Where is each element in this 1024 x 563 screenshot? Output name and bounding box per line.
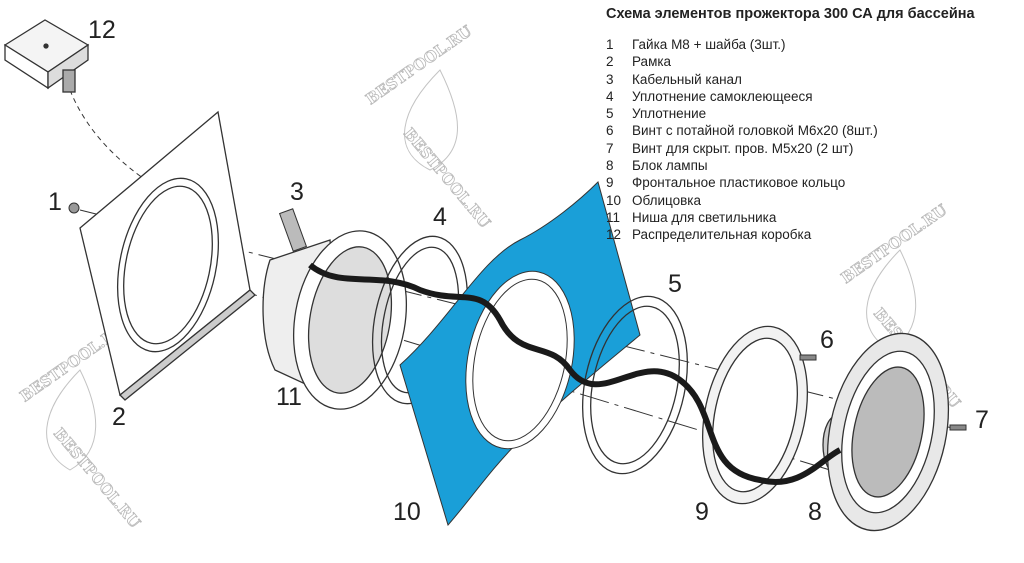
legend-number: 7: [606, 140, 614, 156]
legend-item: 2 Рамка: [606, 53, 975, 70]
cable: [308, 262, 842, 485]
callout-1: 1: [48, 188, 62, 216]
legend-label: Уплотнение: [632, 106, 707, 122]
callout-9: 9: [695, 498, 709, 526]
nut: [68, 202, 80, 214]
callout-12: 12: [88, 16, 116, 44]
legend-label: Рамка: [632, 54, 672, 70]
callout-2: 2: [112, 403, 126, 431]
legend: Схема элементов прожектора 300 СА для ба…: [606, 6, 975, 244]
legend-item: 11 Ниша для светильника: [606, 209, 975, 226]
legend-label: Винт с потайной головкой М6х20 (8шт.): [632, 123, 878, 139]
callout-3: 3: [290, 178, 304, 206]
legend-label: Ниша для светильника: [632, 209, 777, 225]
legend-number: 10: [606, 192, 622, 208]
legend-number: 6: [606, 123, 614, 139]
frame-plate: [79, 110, 256, 401]
legend-number: 9: [606, 175, 614, 191]
legend-item: 6 Винт с потайной головкой М6х20 (8шт.): [606, 122, 975, 139]
legend-item: 10 Облицовка: [606, 192, 975, 209]
legend-label: Уплотнение самоклеющееся: [632, 88, 813, 104]
legend-label: Винт для скрыт. пров. М5х20 (2 шт): [632, 140, 854, 156]
legend-item: 1 Гайка М8 + шайба (3шт.): [606, 36, 975, 53]
legend-number: 2: [606, 54, 614, 70]
svg-text:BESTPOOL.RU: BESTPOOL.RU: [400, 124, 494, 231]
legend-number: 12: [606, 227, 622, 243]
legend-item: 3 Кабельный канал: [606, 71, 975, 88]
legend-item: 12 Распределительная коробка: [606, 226, 975, 243]
pool-liner: [399, 181, 641, 527]
gasket: [581, 295, 689, 475]
legend-item: 5 Уплотнение: [606, 105, 975, 122]
hidden-screw: [949, 424, 967, 431]
callout-11: 11: [276, 383, 302, 411]
legend-label: Распределительная коробка: [632, 227, 812, 243]
callout-8: 8: [808, 498, 822, 526]
legend-label: Облицовка: [632, 192, 702, 208]
legend-number: 11: [606, 209, 621, 225]
callout-7: 7: [975, 406, 989, 434]
callout-5: 5: [668, 270, 682, 298]
junction-box: [3, 19, 90, 93]
legend-item: 7 Винт для скрыт. пров. М5х20 (2 шт): [606, 140, 975, 157]
callout-4: 4: [433, 203, 447, 231]
callout-6: 6: [820, 326, 834, 354]
legend-item: 9 Фронтальное пластиковое кольцо: [606, 174, 975, 191]
watermark: BESTPOOL.RU BESTPOOL.RU: [362, 22, 494, 232]
front-plastic-ring: [701, 325, 809, 505]
lamp-unit: [822, 332, 950, 532]
legend-list: 1 Гайка М8 + шайба (3шт.) 2 Рамка 3 Кабельный…: [606, 36, 975, 244]
legend-label: Кабельный канал: [632, 71, 742, 87]
legend-label: Блок лампы: [632, 158, 708, 174]
legend-number: 3: [606, 71, 614, 87]
legend-number: 8: [606, 158, 614, 174]
legend-number: 1: [606, 37, 614, 52]
legend-item: 8 Блок лампы: [606, 157, 975, 174]
countersunk-screw: [799, 354, 817, 361]
legend-item: 4 Уплотнение самоклеющееся: [606, 88, 975, 105]
cable-gland: [278, 208, 308, 252]
legend-label: Гайка М8 + шайба (3шт.): [632, 37, 786, 52]
diagram-title: Схема элементов прожектора 300 СА для ба…: [606, 6, 975, 22]
svg-text:BESTPOOL.RU: BESTPOOL.RU: [50, 424, 144, 531]
callout-10: 10: [393, 498, 421, 526]
legend-number: 5: [606, 106, 614, 122]
legend-number: 4: [606, 88, 614, 104]
legend-label: Фронтальное пластиковое кольцо: [632, 175, 846, 191]
